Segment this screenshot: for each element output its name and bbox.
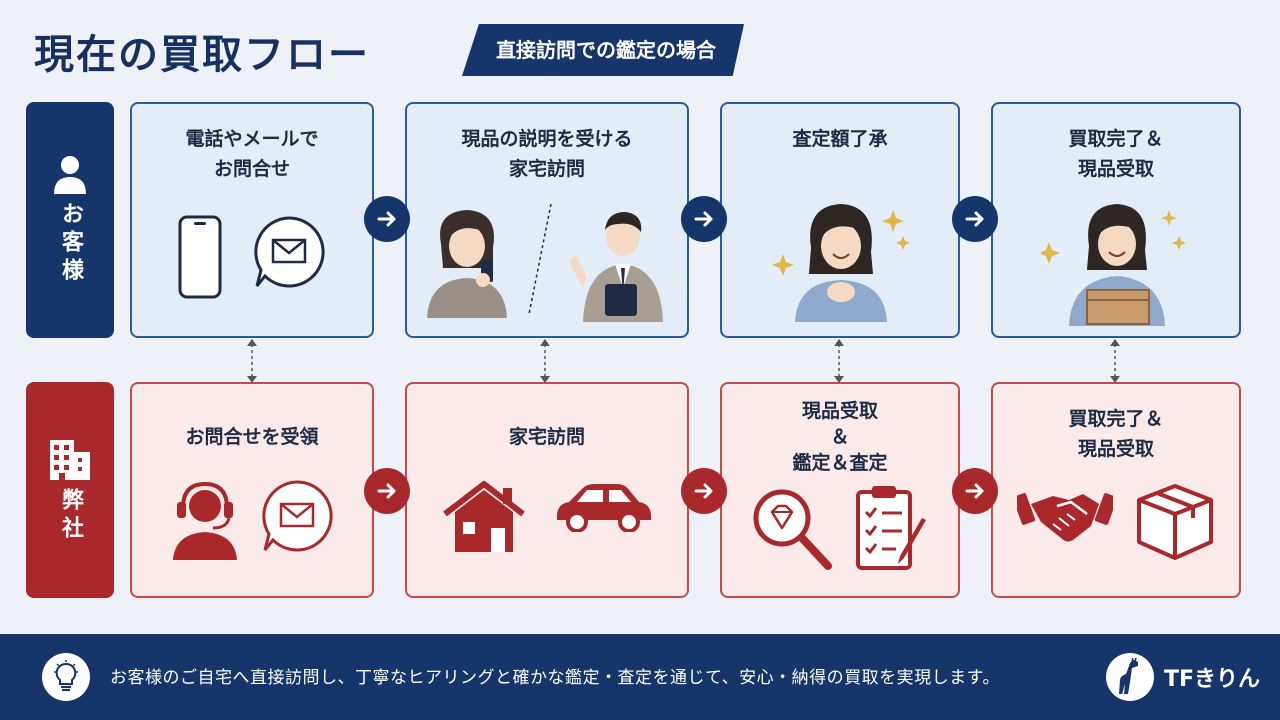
row-label-customer-text: お客様 xyxy=(58,202,83,286)
customer-step-4-text: 買取完了＆ 現品受取 xyxy=(1068,128,1164,180)
connector-3 xyxy=(834,339,844,383)
company-step-4: 買取完了＆ 現品受取 xyxy=(991,382,1241,598)
customer-step-2-text: 現品の説明を受ける 家宅訪問 xyxy=(461,128,633,180)
company-step-1-text: お問合せを受領 xyxy=(185,426,319,448)
company-step-3: 現品受取 ＆ 鑑定＆査定 xyxy=(720,382,960,598)
company-step-2: 家宅訪問 xyxy=(405,382,689,598)
footer-bar: お客様のご自宅へ直接訪問し、丁寧なヒアリングと確かな鑑定・査定を通じて、安心・納… xyxy=(0,634,1280,720)
divider-slash xyxy=(528,203,552,315)
arrow-right-icon xyxy=(965,211,984,227)
mail-bubble-icon xyxy=(254,216,325,288)
connector-2 xyxy=(540,339,550,383)
customer-arrow-3 xyxy=(952,196,998,242)
lightbulb-icon xyxy=(42,653,90,701)
woman-box-illustration xyxy=(1041,204,1186,326)
car-icon xyxy=(557,484,651,532)
row-label-customer: お客様 xyxy=(26,102,114,338)
row-label-company: 弊社 xyxy=(26,382,114,598)
person-icon xyxy=(54,156,86,194)
company-step-2-text: 家宅訪問 xyxy=(508,426,585,448)
page-subtitle-banner: 直接訪問での鑑定の場合 xyxy=(462,24,744,76)
customer-step-4: 買取完了＆ 現品受取 xyxy=(991,102,1241,338)
footer-message: お客様のご自宅へ直接訪問し、丁寧なヒアリングと確かな鑑定・査定を通じて、安心・納… xyxy=(110,668,1000,688)
page-title: 現在の買取フロー xyxy=(34,32,370,78)
woman-phone-illustration xyxy=(427,210,507,318)
customer-step-3: 査定額了承 xyxy=(720,102,960,338)
company-step-3-text: 現品受取 ＆ 鑑定＆査定 xyxy=(792,400,888,474)
arrow-right-icon xyxy=(694,483,713,499)
company-arrow-2 xyxy=(681,468,727,514)
woman-happy-illustration xyxy=(772,204,910,322)
customer-arrow-2 xyxy=(681,196,727,242)
handshake-icon xyxy=(1017,493,1113,542)
house-icon xyxy=(443,481,525,552)
arrow-right-icon xyxy=(377,211,396,227)
customer-arrow-1 xyxy=(364,196,410,242)
arrow-right-icon xyxy=(965,483,984,499)
customer-step-3-text: 査定額了承 xyxy=(792,128,888,150)
arrow-right-icon xyxy=(377,483,396,499)
clipboard-checklist-icon xyxy=(856,486,926,570)
box-icon xyxy=(1137,484,1213,560)
connector-1 xyxy=(247,339,257,383)
arrow-right-icon xyxy=(694,211,713,227)
customer-step-1-text: 電話やメールで お問合せ xyxy=(185,128,319,180)
customer-step-1: 電話やメールで お問合せ xyxy=(130,102,374,338)
mail-bubble-icon xyxy=(262,480,333,552)
connector-4 xyxy=(1110,339,1120,383)
headset-operator-icon xyxy=(173,481,237,560)
footer-brand: TFきりん xyxy=(1164,667,1261,692)
giraffe-logo-icon xyxy=(1106,653,1154,701)
company-arrow-1 xyxy=(364,468,410,514)
building-icon xyxy=(50,440,90,480)
smartphone-icon xyxy=(178,215,222,299)
customer-step-2: 現品の説明を受ける 家宅訪問 xyxy=(405,102,689,338)
magnifier-diamond-icon xyxy=(753,489,832,570)
staff-clipboard-illustration xyxy=(569,212,663,322)
company-step-4-text: 買取完了＆ 現品受取 xyxy=(1068,408,1164,460)
company-step-1: お問合せを受領 xyxy=(130,382,374,598)
row-label-company-text: 弊社 xyxy=(58,488,83,544)
company-arrow-3 xyxy=(952,468,998,514)
